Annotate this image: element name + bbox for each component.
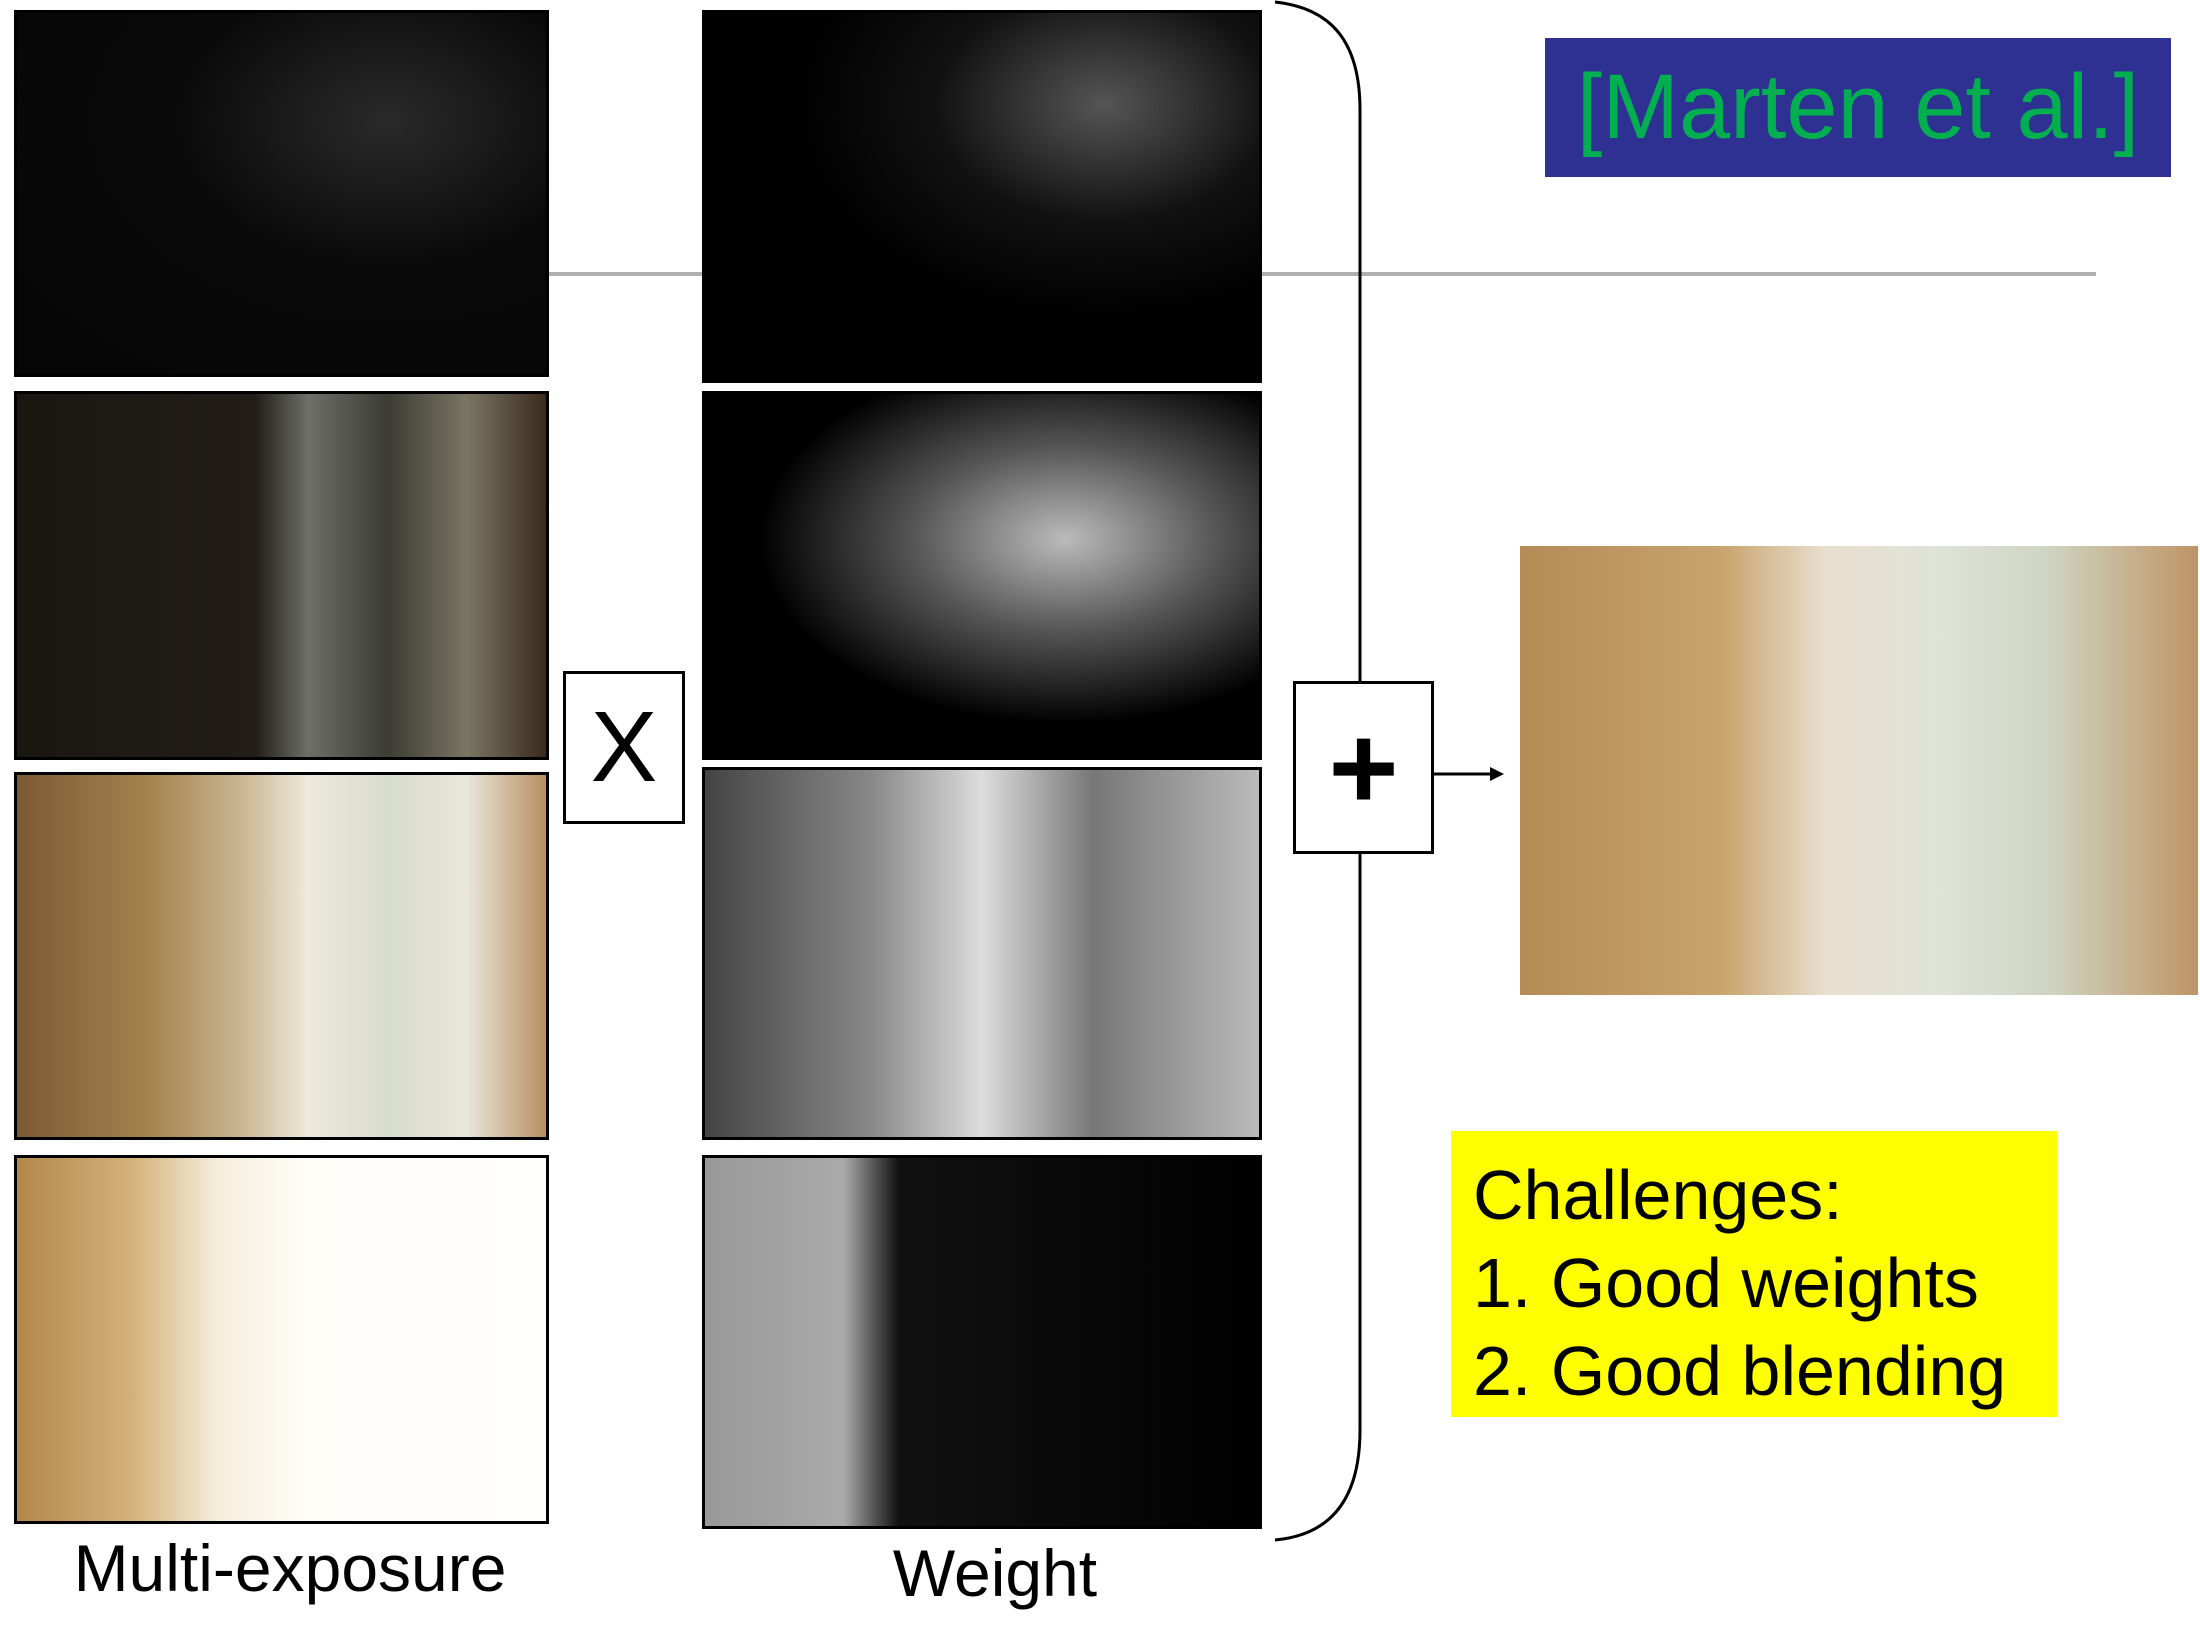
weight-map-1	[702, 10, 1262, 383]
exposure-image-3	[14, 772, 549, 1140]
challenge-item: 2. Good blending	[1473, 1332, 2007, 1410]
multi-exposure-label: Multi-exposure	[73, 1531, 507, 1605]
exposure-image-4	[14, 1155, 549, 1524]
citation-text: [Marten et al.]	[1576, 56, 2140, 158]
multiply-symbol: X	[590, 691, 658, 803]
weight-map-2	[702, 391, 1262, 760]
challenge-item: 1. Good weights	[1473, 1244, 1979, 1322]
add-operator: +	[1293, 681, 1434, 854]
exposure-image-2	[14, 391, 549, 760]
challenges-title: Challenges:	[1473, 1156, 1843, 1234]
weight-map-4	[702, 1155, 1262, 1529]
weight-map-3	[702, 767, 1262, 1140]
arrow-right-icon	[1434, 767, 1504, 781]
challenges-box: Challenges: 1. Good weights 2. Good blen…	[1451, 1131, 2057, 1417]
weight-label: Weight	[892, 1536, 1098, 1610]
citation-box: [Marten et al.]	[1545, 38, 2171, 177]
add-symbol: +	[1328, 700, 1399, 835]
multiply-operator: X	[563, 671, 685, 824]
divider-line	[549, 272, 2096, 276]
fused-result-image	[1520, 546, 2198, 995]
exposure-image-1	[14, 10, 549, 377]
